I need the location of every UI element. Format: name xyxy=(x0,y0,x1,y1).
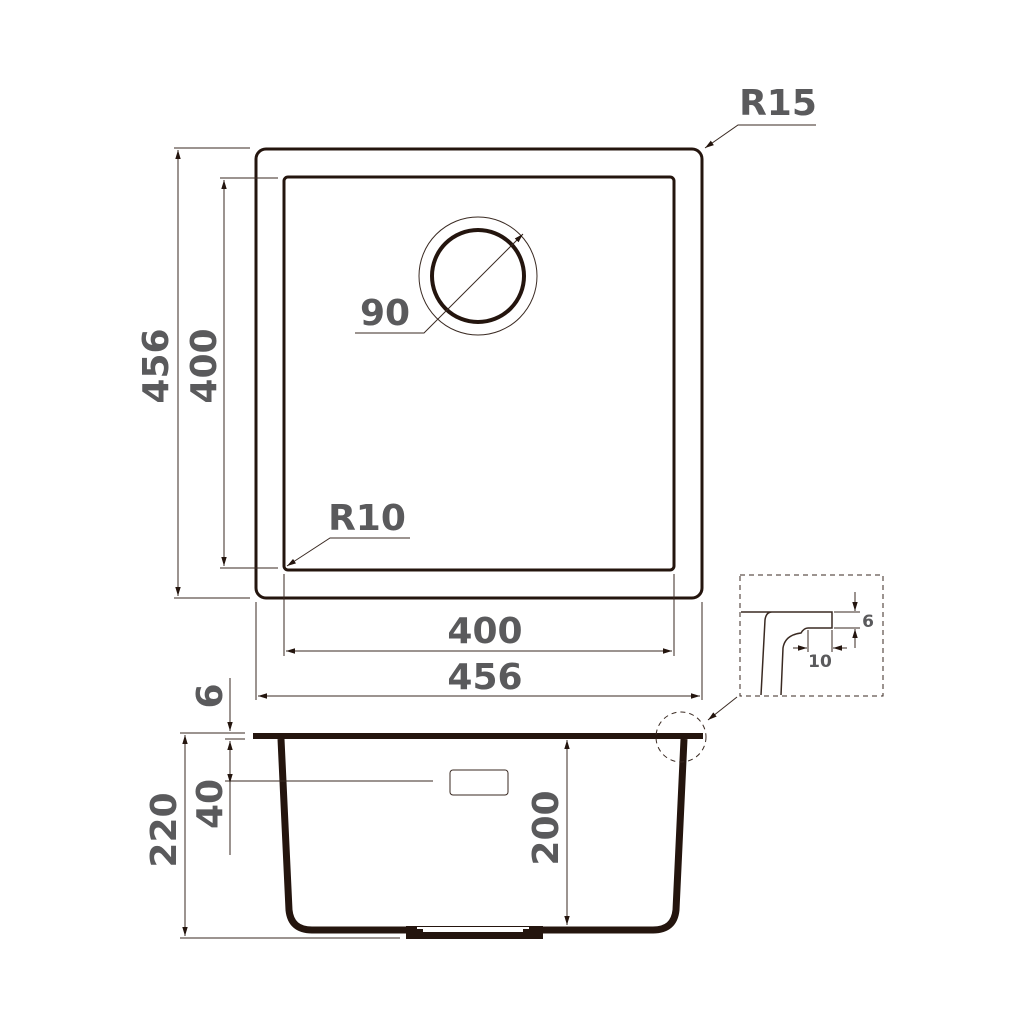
rim-thickness-label: 6 xyxy=(190,683,231,708)
drain-hole xyxy=(430,228,526,324)
detail-step-height-label: 6 xyxy=(862,612,874,632)
sink-outer-outline xyxy=(254,147,704,600)
overflow-slot xyxy=(449,769,509,796)
total-depth-label: 220 xyxy=(144,792,185,867)
drain-leader xyxy=(355,233,524,334)
r10-label: R10 xyxy=(328,498,406,539)
r10-leader xyxy=(286,537,410,567)
r15-label: R15 xyxy=(739,83,817,124)
inner-width-label: 400 xyxy=(447,611,522,652)
inner-height-label: 400 xyxy=(184,328,225,403)
bowl-depth-label: 200 xyxy=(526,790,567,865)
detail-box xyxy=(739,574,884,697)
r15-leader xyxy=(704,124,816,149)
detail-step-width-label: 10 xyxy=(808,652,832,672)
drain-diameter-label: 90 xyxy=(360,293,410,334)
drain-outer-ring xyxy=(418,216,538,336)
outer-height-label: 456 xyxy=(136,328,177,403)
outer-width-label: 456 xyxy=(447,657,522,698)
rim-profile xyxy=(741,611,833,696)
sink-section xyxy=(253,733,703,939)
sink-bowl-outline xyxy=(282,175,676,572)
detail-arrow xyxy=(707,696,738,721)
overflow-offset-label: 40 xyxy=(190,779,231,829)
detail-marker-circle xyxy=(655,711,707,763)
